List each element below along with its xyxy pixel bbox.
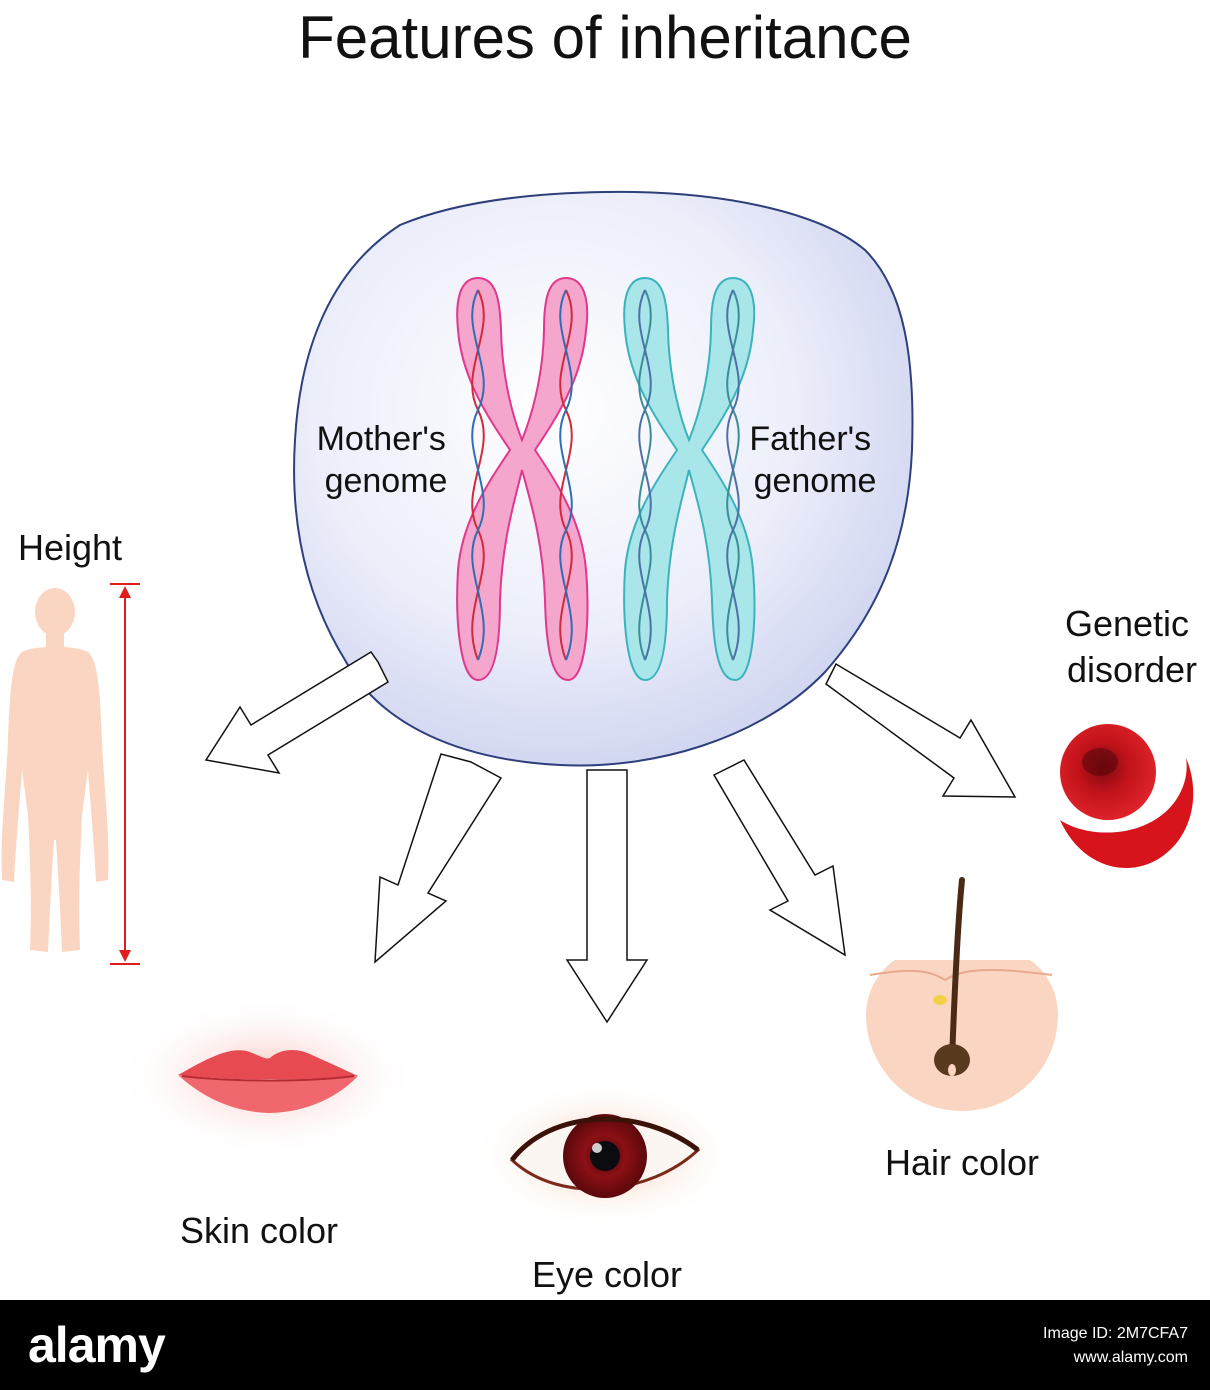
father-genome-label-line1: Father's xyxy=(749,420,871,458)
eye-color-label: Eye color xyxy=(532,1254,682,1295)
sickle-cell-icon xyxy=(1060,758,1194,869)
alamy-logo: alamy xyxy=(28,1317,166,1373)
genetic-disorder-label-line1: Genetic xyxy=(1065,603,1189,644)
father-genome-label-line2: genome xyxy=(754,462,877,500)
father-chromosome xyxy=(623,276,756,682)
genetic-disorder-label: Genetic disorder xyxy=(1065,603,1199,690)
site-url: www.alamy.com xyxy=(1073,1349,1188,1366)
arrow-to-hair-color xyxy=(712,759,846,957)
genetic-disorder-label-line2: disorder xyxy=(1067,649,1197,690)
height-measure-line xyxy=(110,583,140,965)
diagram-title: Features of inheritance xyxy=(298,4,912,71)
mother-genome-label-line2: genome xyxy=(325,462,448,500)
inheritance-diagram: Features of inheritance Mother's genome … xyxy=(1,4,1199,1295)
image-id-block: Image ID: 2M7CFA7 www.alamy.com xyxy=(1043,1322,1188,1370)
arrow-to-skin-color xyxy=(374,753,503,964)
lips-icon xyxy=(178,1049,358,1113)
hair-follicle-icon xyxy=(866,877,1058,1111)
watermark-footer: alamy Image ID: 2M7CFA7 www.alamy.com xyxy=(0,1300,1210,1390)
mother-genome-label: Mother's genome xyxy=(317,420,456,500)
cell-membrane xyxy=(293,190,914,767)
mother-genome-label-line1: Mother's xyxy=(317,420,446,458)
red-blood-cell-icon xyxy=(1060,724,1156,820)
eye-icon xyxy=(509,1114,701,1198)
arrow-to-eye-color xyxy=(565,769,649,1024)
hair-color-label: Hair color xyxy=(885,1142,1039,1183)
human-silhouette xyxy=(1,588,109,952)
father-genome-label: Father's genome xyxy=(749,420,880,500)
arrow-to-height xyxy=(204,650,389,775)
skin-color-label: Skin color xyxy=(180,1210,338,1251)
mother-chromosome xyxy=(456,276,589,682)
image-id: Image ID: 2M7CFA7 xyxy=(1043,1325,1188,1342)
height-label: Height xyxy=(18,527,122,568)
arrow-to-genetic-disorder xyxy=(825,662,1017,798)
